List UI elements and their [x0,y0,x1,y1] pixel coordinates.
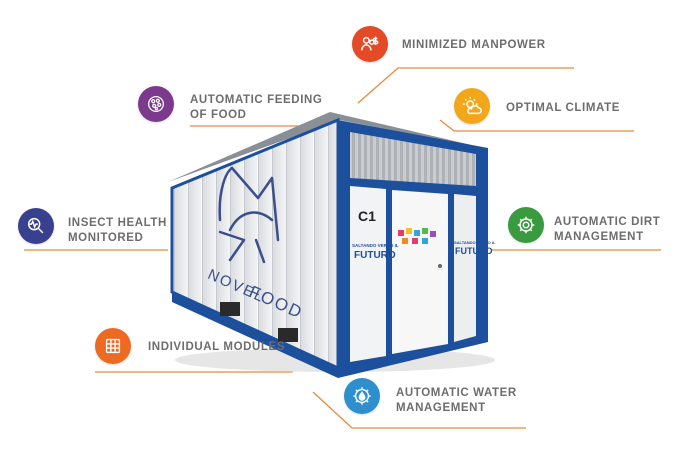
gear-cycle-icon [508,207,544,243]
pixel-logo [398,228,436,244]
door-handle [438,264,442,268]
insect-farm-container [168,112,495,378]
feature-feeding: AUTOMATIC FEEDING OF FOOD [190,94,323,121]
module-grid-icon [95,328,131,364]
panel-text-big: FUTURO [354,250,396,261]
grasshopper-logo [218,166,280,264]
leader-manpower [357,67,574,104]
people-money-icon [352,26,388,62]
panel-text-small: SALTANDO VERSO IL [352,243,399,248]
front-panel-right [454,194,476,342]
door-text-big: FUTURO [455,246,493,256]
front-vent [350,132,476,186]
leader-climate [439,119,634,132]
feature-dirt: AUTOMATIC DIRT MANAGEMENT [554,216,661,243]
unit-code: C1 [358,208,376,224]
door-text-small: SALTANDO VERSO IL [454,240,496,245]
front-door [392,190,448,354]
feature-climate: OPTIMAL CLIMATE [506,102,620,114]
feature-manpower: MINIMIZED MANPOWER [402,39,546,51]
gear-drop-icon [344,378,380,414]
foot [278,328,298,342]
feature-health: INSECT HEALTH MONITORED [68,217,167,244]
magnifier-pulse-icon [18,208,54,244]
foot [220,302,240,316]
side-base [172,292,338,378]
feature-modules: INDIVIDUAL MODULES [148,341,286,353]
leader-water [312,391,526,429]
sun-cloud-icon [454,88,490,124]
feature-water: AUTOMATIC WATER MANAGEMENT [396,387,517,414]
food-pellets-icon [138,86,174,122]
front-panel-left [350,186,386,362]
